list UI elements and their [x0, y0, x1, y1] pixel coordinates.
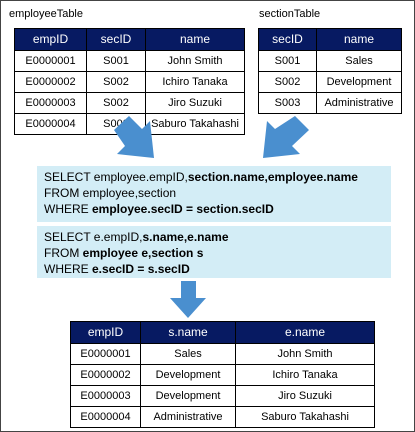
table-row: S003 Administrative [258, 92, 402, 114]
table-cell: E0000004 [14, 113, 87, 135]
arrow-down-right-icon [114, 116, 154, 158]
table-row: S001 Sales [258, 50, 402, 72]
table-cell: S002 [258, 71, 317, 93]
sql-highlight: s.name,e.name [142, 230, 229, 244]
table-row: E0000001 S001 John Smith [14, 50, 245, 72]
arrow-down-icon [170, 281, 206, 318]
table-row: E0000001 Sales John Smith [70, 343, 375, 365]
sql-text: SELECT employee.empID, [44, 170, 188, 184]
table-cell: Ichiro Tanaka [145, 71, 245, 93]
table-cell: E0000003 [70, 385, 141, 407]
column-header: s.name [140, 321, 236, 344]
column-header: name [316, 28, 402, 51]
table-cell: S002 [86, 71, 146, 93]
section-table: secID name S001 Sales S002 Development S… [258, 28, 402, 114]
column-header: e.name [235, 321, 375, 344]
sql-highlight: employee e,section s [82, 246, 204, 260]
table-row: E0000003 Development Jiro Suzuki [70, 385, 375, 407]
column-header: empID [70, 321, 141, 344]
table-cell: S001 [86, 50, 146, 72]
table-cell: Jiro Suzuki [145, 92, 245, 114]
column-header: empID [14, 28, 87, 51]
table-row: E0000003 S002 Jiro Suzuki [14, 92, 245, 114]
table-row: E0000002 S002 Ichiro Tanaka [14, 71, 245, 93]
table-cell: E0000001 [70, 343, 141, 365]
sql-line: WHERE employee.secID = section.secID [44, 201, 385, 217]
table-cell: E0000004 [70, 406, 141, 428]
table-header-row: empID secID name [14, 28, 245, 51]
sql-highlight: employee.secID = section.secID [92, 202, 274, 216]
table-row: E0000004 Administrative Saburo Takahashi [70, 406, 375, 428]
table-header-row: secID name [258, 28, 402, 51]
sql-line: FROM employee,section [44, 185, 385, 201]
column-header: secID [258, 28, 317, 51]
sql-query-box: SELECT employee.empID,section.name,emplo… [37, 166, 391, 222]
table-cell: E0000002 [14, 71, 87, 93]
table-cell: Jiro Suzuki [235, 385, 375, 407]
result-table: empID s.name e.name E0000001 Sales John … [70, 321, 375, 428]
sql-text: FROM [44, 246, 83, 260]
table-cell: John Smith [235, 343, 375, 365]
column-header: name [145, 28, 245, 51]
table-cell: Sales [316, 50, 402, 72]
employee-table: empID secID name E0000001 S001 John Smit… [14, 28, 245, 135]
table-cell: Saburo Takahashi [235, 406, 375, 428]
table-row: E0000002 Development Ichiro Tanaka [70, 364, 375, 386]
table-cell: S002 [86, 92, 146, 114]
table-cell: Development [140, 364, 236, 386]
sql-line: SELECT employee.empID,section.name,emplo… [44, 169, 385, 185]
table-cell: John Smith [145, 50, 245, 72]
arrow-down-left-icon [263, 116, 309, 158]
sql-alias-query-box: SELECT e.empID,s.name,e.name FROM employ… [37, 226, 391, 278]
section-table-caption: sectionTable [259, 8, 321, 20]
table-cell: Saburo Takahashi [145, 113, 245, 135]
table-cell: Ichiro Tanaka [235, 364, 375, 386]
sql-text: WHERE [44, 202, 92, 216]
sql-line: FROM employee e,section s [44, 245, 385, 261]
table-cell: Development [140, 385, 236, 407]
sql-line: SELECT e.empID,s.name,e.name [44, 229, 385, 245]
table-cell: E0000002 [70, 364, 141, 386]
sql-highlight: section.name,employee.name [187, 170, 358, 184]
sql-text: FROM employee,section [44, 186, 177, 200]
column-header: secID [86, 28, 146, 51]
table-cell: Sales [140, 343, 236, 365]
table-cell: Administrative [316, 92, 402, 114]
sql-highlight: e.secID = s.secID [92, 262, 190, 276]
employee-table-caption: employeeTable [9, 8, 83, 20]
sql-line: WHERE e.secID = s.secID [44, 261, 385, 277]
sql-text: SELECT e.empID, [44, 230, 143, 244]
table-cell: Administrative [140, 406, 236, 428]
table-row: E0000004 S003 Saburo Takahashi [14, 113, 245, 135]
table-header-row: empID s.name e.name [70, 321, 375, 344]
sql-text: WHERE [44, 262, 92, 276]
